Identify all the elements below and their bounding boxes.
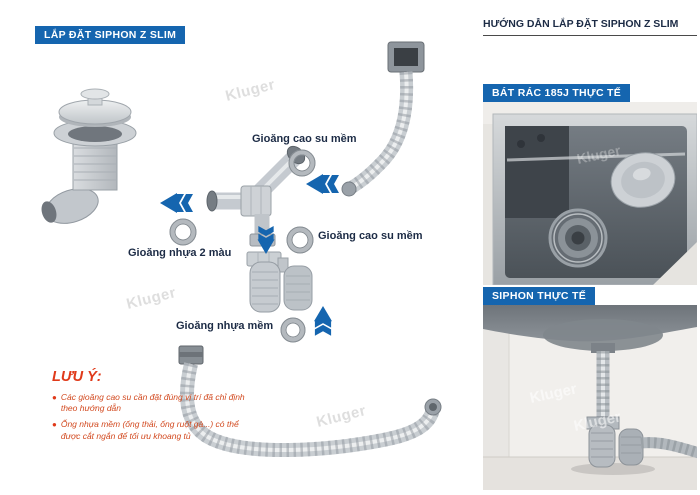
note-block: LƯU Ý: ● Các gioăng cao su cần đặt đúng … [52,369,248,447]
outlet-hose [640,437,697,459]
waste-hose-bottom [178,345,442,457]
gasket-ring-rubber-mid [286,226,314,254]
note-title: LƯU Ý: [52,369,102,385]
main-title-badge: LẮP ĐẶT SIPHON Z SLIM [35,26,186,44]
siphon-photo-illustration: Kluger Kluger [483,305,697,490]
bullet-icon: ● [52,420,57,430]
sink-photo: Kluger [483,102,697,285]
photo2-badge: SIPHON THỰC TẾ [483,287,595,305]
gasket-ring-soft [280,317,306,343]
gasket-ring-two-color [169,218,197,246]
siphon-trap [586,416,644,468]
overflow-hose-top [341,41,425,197]
label-gasket-two-color: Gioăng nhựa 2 màu [128,247,232,259]
note-item-text: Các gioăng cao su cần đặt đúng vị trí đã… [60,392,245,414]
label-gasket-soft: Gioăng nhựa mềm [176,320,274,332]
drain-assembly [41,88,137,224]
label-gasket-rubber-top: Gioăng cao su mềm [252,133,357,145]
note-item: ● Các gioăng cao su cần đặt đúng vị trí … [52,392,248,414]
assembly-arrow-left-2 [160,193,193,213]
siphon-body [246,251,313,313]
drain-pipe [591,343,615,423]
sink-photo-illustration: Kluger [483,102,697,285]
gasket-ring-rubber-top [288,149,316,177]
assembly-arrow-up [314,306,332,336]
siphon-assembly-diagram [41,41,442,457]
drain-strainer [548,208,608,268]
label-gasket-rubber-mid: Gioăng cao su mềm [318,230,423,242]
assembly-arrow-left-1 [306,174,339,194]
bullet-icon: ● [52,393,57,402]
note-item-text: Ống nhựa mềm (ống thải, ống ruột gà...) … [60,419,239,441]
note-item: ● Ống nhựa mềm (ống thải, ống ruột gà...… [52,419,248,441]
siphon-photo: Kluger Kluger [483,305,697,490]
photo1-badge: BÁT RÁC 185J THỰC TẾ [483,84,631,102]
drain-lid [610,152,676,208]
right-column-title: HƯỚNG DẪN LẮP ĐẶT SIPHON Z SLIM [483,18,697,36]
